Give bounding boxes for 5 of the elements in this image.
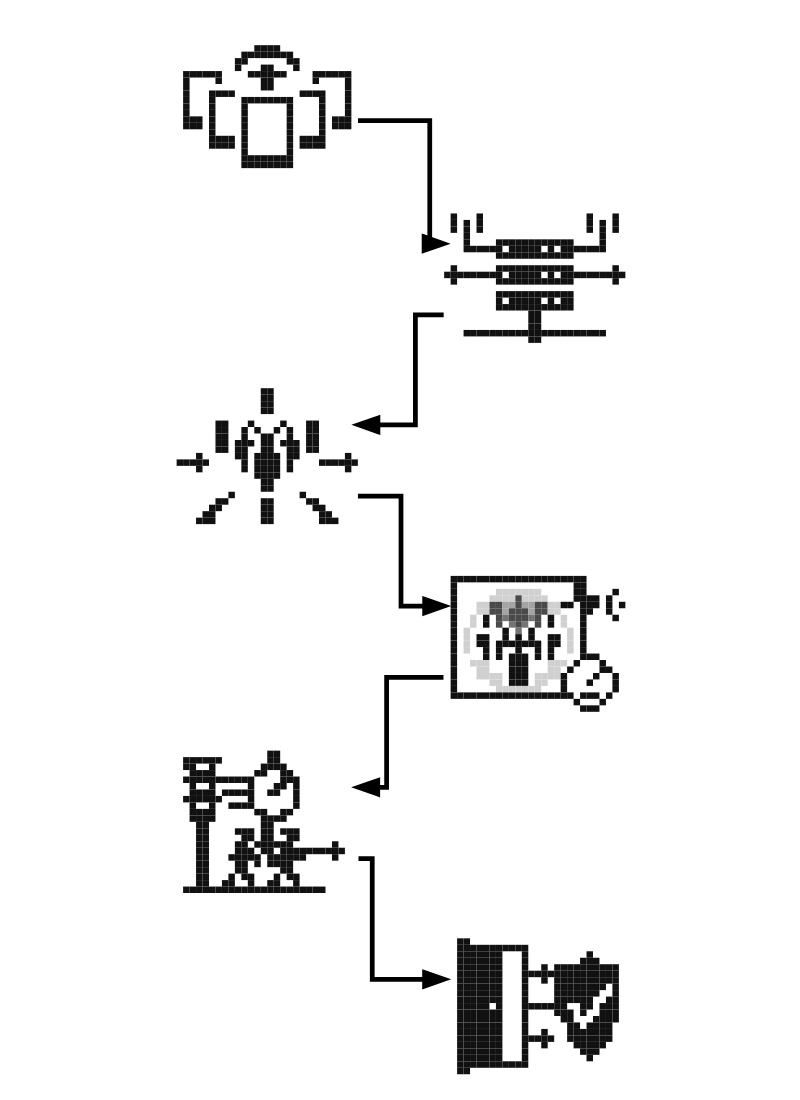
arrow <box>357 856 451 990</box>
arrow <box>357 118 450 254</box>
arrow <box>350 312 443 435</box>
arrow <box>350 674 443 798</box>
arrow <box>356 493 451 617</box>
